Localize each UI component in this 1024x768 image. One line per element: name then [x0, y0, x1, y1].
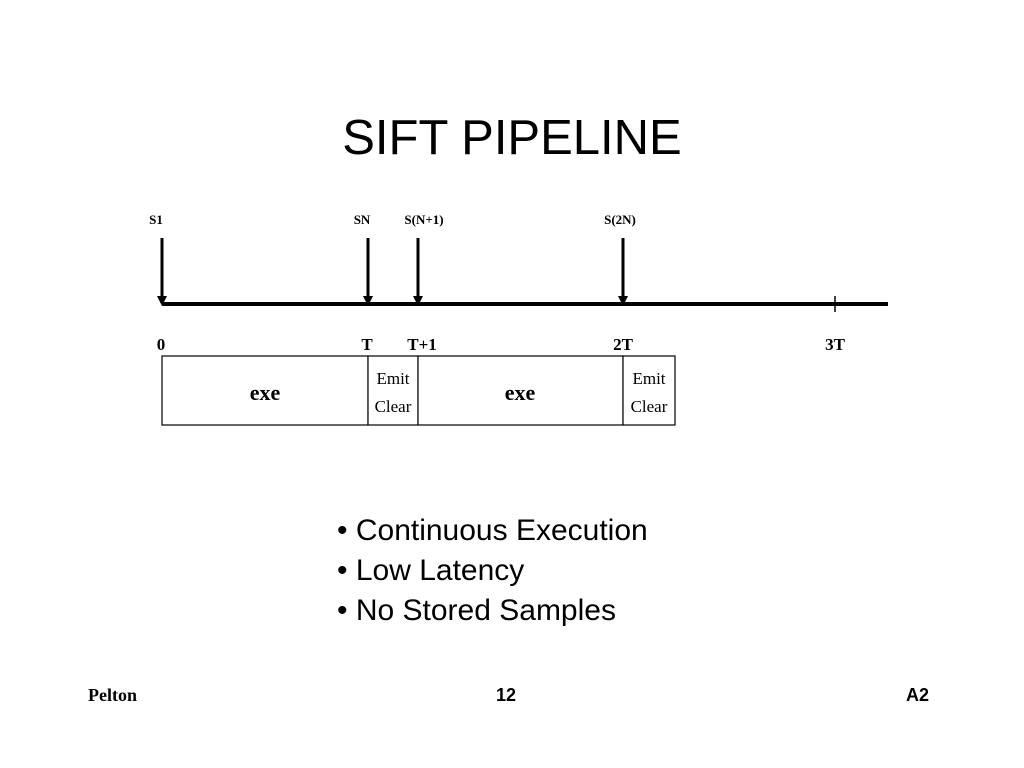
tick-label-3t: 3T [825, 335, 846, 354]
sample-label-s2n: S(2N) [604, 212, 636, 227]
phase-box-exe-1 [161, 355, 369, 426]
phase-label-clear-1: Clear [375, 397, 412, 416]
bullet-item: • Continuous Execution [337, 514, 648, 547]
sample-label-s1: S1 [149, 212, 163, 227]
phase-label-emit-1: Emit [376, 369, 409, 388]
phase-box-emit-clear-2 [622, 355, 676, 426]
tick-label-2t: 2T [613, 335, 634, 354]
tick-label-0: 0 [157, 335, 166, 354]
phase-label-exe-1: exe [250, 380, 281, 405]
sample-arrow-s1 [157, 238, 167, 306]
slide-title: SIFT PIPELINE [342, 111, 682, 165]
footer-author: Pelton [88, 685, 137, 705]
sample-arrow-sn1 [413, 238, 423, 306]
phase-box-exe-2 [417, 355, 624, 426]
bullet-list: • Continuous Execution • Low Latency • N… [337, 511, 648, 631]
sample-label-sn1: S(N+1) [404, 212, 443, 227]
phase-label-exe-2: exe [505, 380, 536, 405]
footer-section-code: A2 [906, 685, 930, 705]
sample-arrow-s2n [618, 238, 628, 306]
tick-label-t: T [361, 335, 373, 354]
sample-label-sn: SN [354, 212, 371, 227]
sample-arrow-sn [363, 238, 373, 306]
phase-box-emit-clear-1 [367, 355, 419, 426]
bullet-item: • No Stored Samples [337, 594, 616, 627]
tick-label-t-plus-1: T+1 [407, 335, 437, 354]
bullet-item: • Low Latency [337, 554, 525, 587]
phase-label-emit-2: Emit [632, 369, 665, 388]
footer-page-number: 12 [496, 685, 517, 705]
phase-label-clear-2: Clear [631, 397, 668, 416]
